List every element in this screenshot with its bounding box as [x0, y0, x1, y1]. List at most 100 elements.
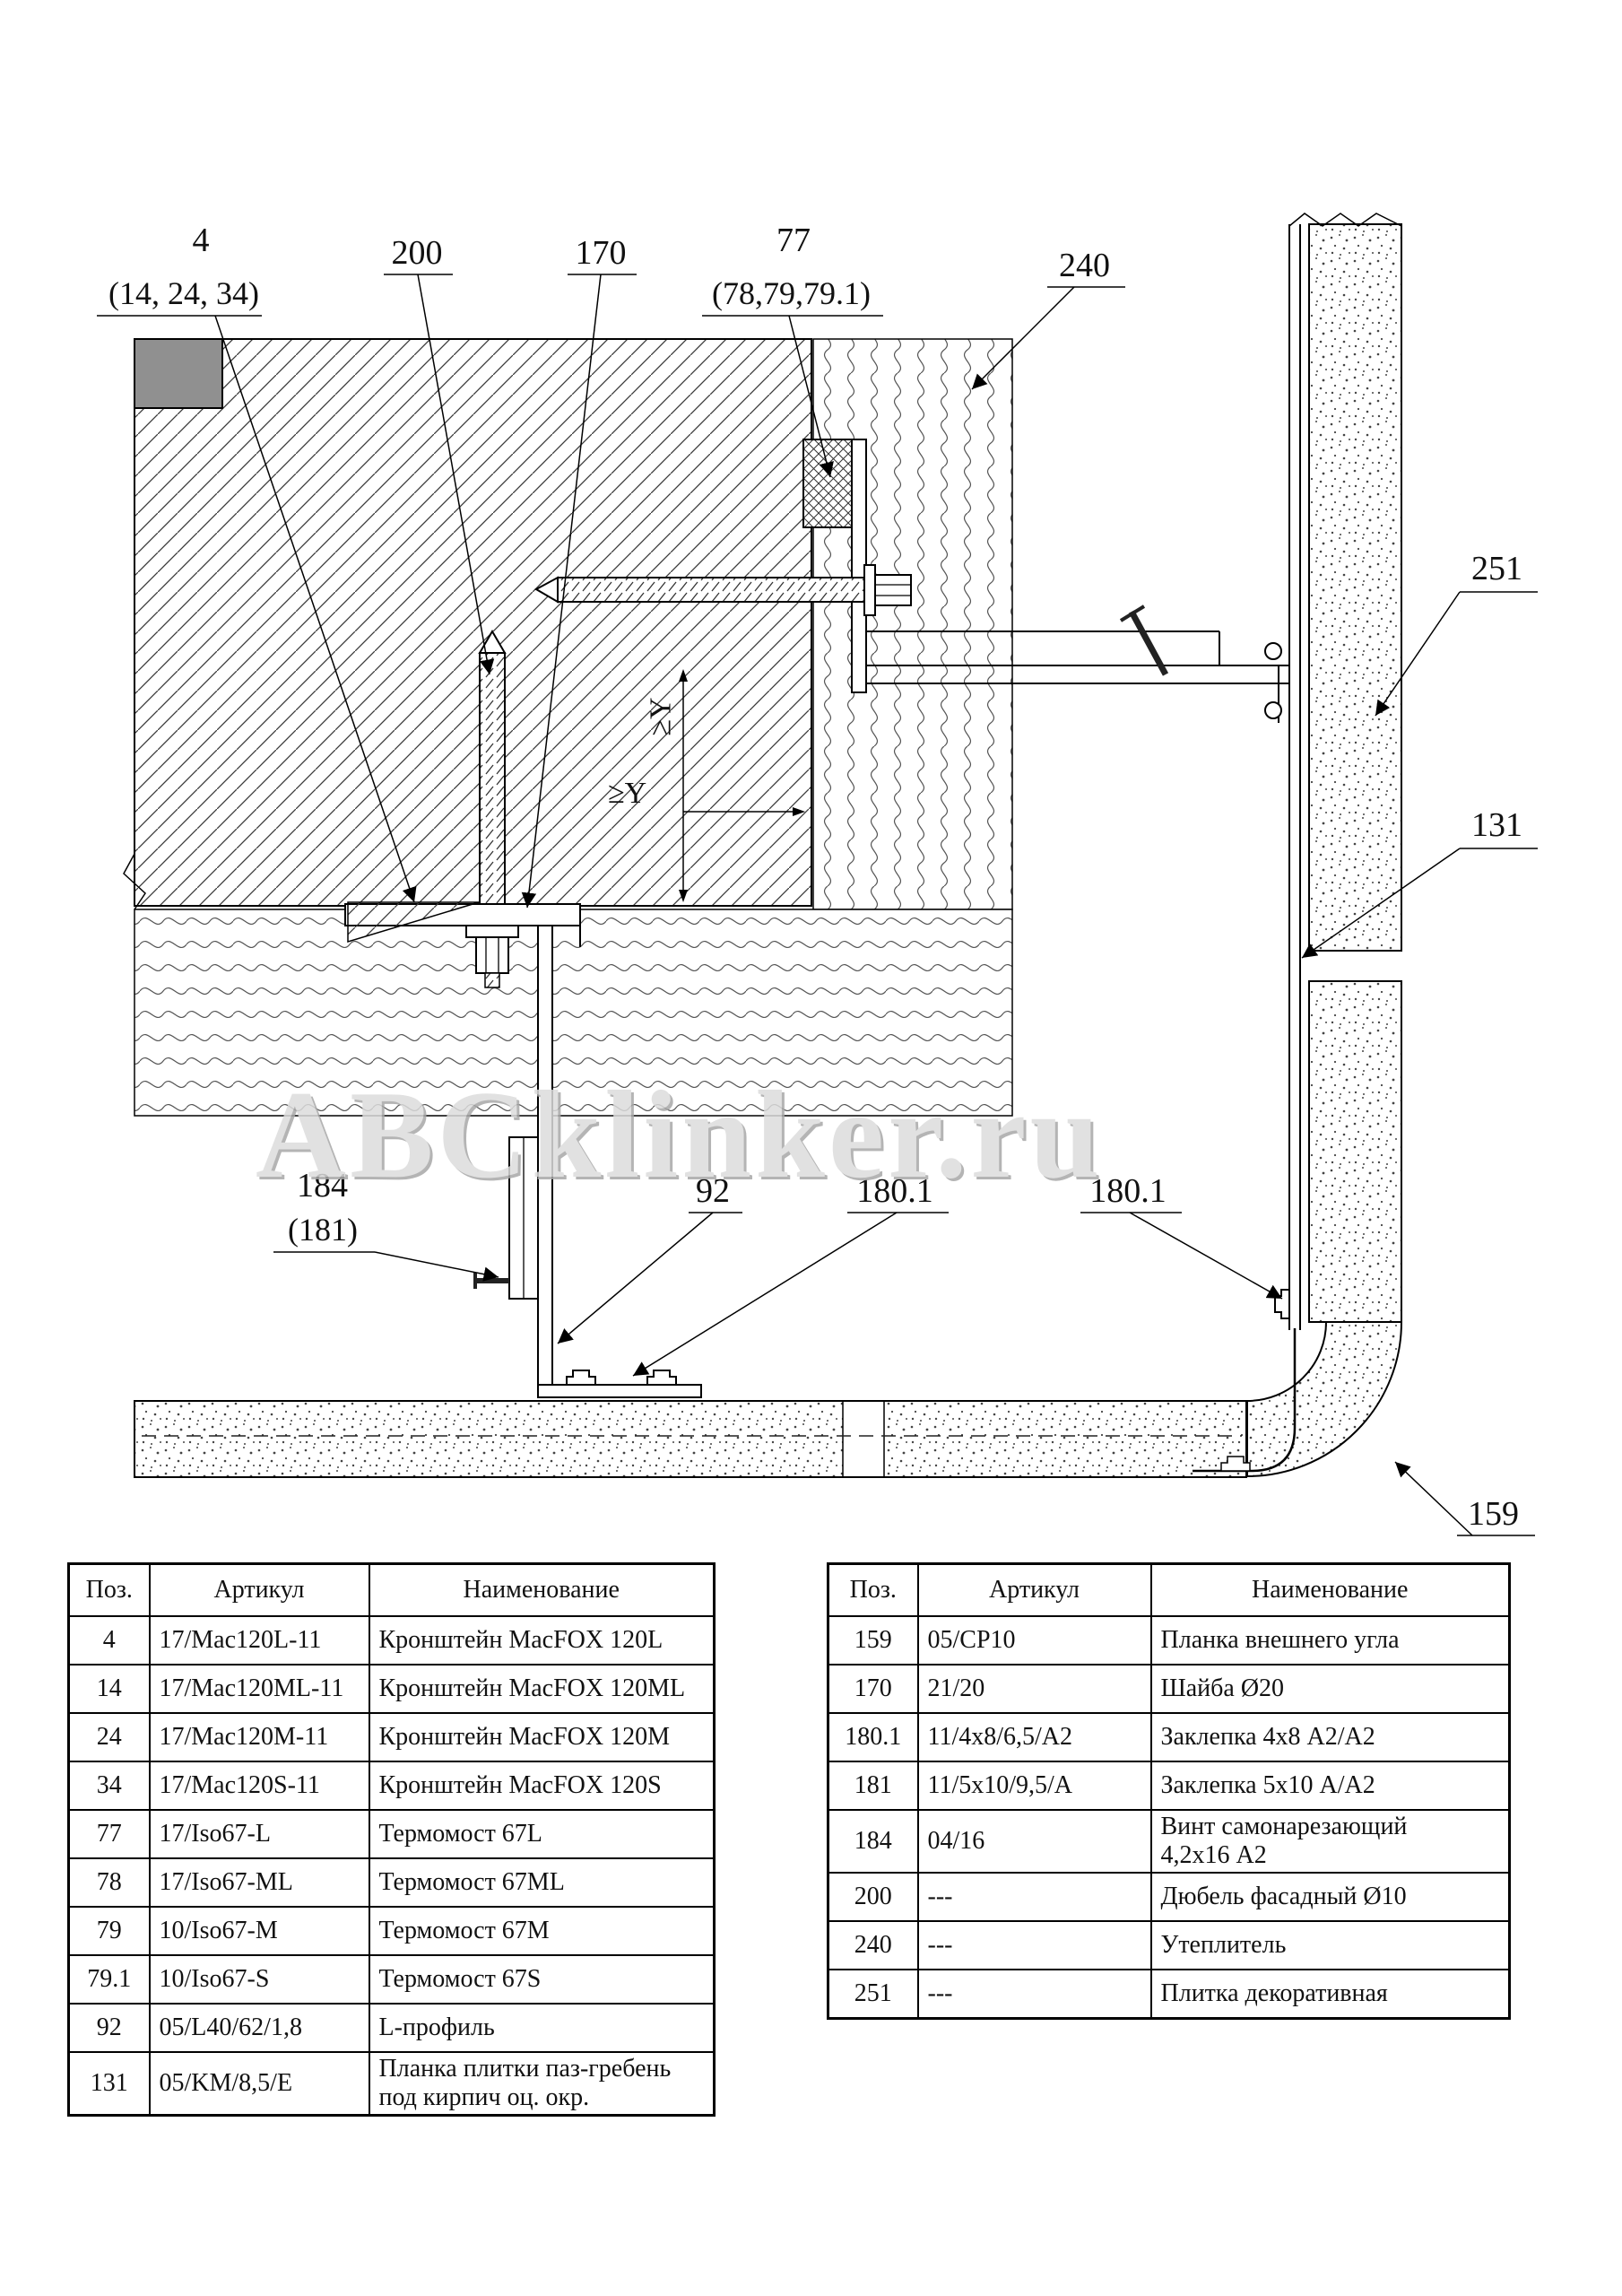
detail-drawing [97, 213, 1538, 1536]
cell-pos: 184 [827, 1808, 919, 1874]
cell-name: Термомост 67S [368, 1954, 716, 2005]
callout-184: 184 [297, 1167, 348, 1205]
cell-name: Дюбель фасадный Ø10 [1149, 1872, 1511, 1923]
table-row: 240 --- Утеплитель [827, 1920, 1511, 1971]
cell-pos: 4 [67, 1615, 151, 1665]
table-row: 251 --- Плитка декоративная [827, 1969, 1511, 2020]
table-row: 92 05/L40/62/1,8 L-профиль [67, 2003, 716, 2053]
cell-name: Кронштейн MacFOX 120ML [368, 1664, 716, 1714]
cell-pos: 200 [827, 1872, 919, 1923]
table-row: 79.1 10/Iso67-S Термомост 67S [67, 1954, 716, 2005]
callout-240: 240 [1059, 247, 1110, 284]
cell-art: 17/Iso67-ML [148, 1857, 370, 1908]
cell-art: 21/20 [916, 1664, 1152, 1714]
cell-art: 11/4x8/6,5/A2 [916, 1712, 1152, 1762]
cell-art: --- [916, 1920, 1152, 1971]
callout-4: 4 [192, 222, 210, 259]
cell-name: Термомост 67L [368, 1809, 716, 1859]
header-pos: Поз. [67, 1562, 151, 1617]
callout-159: 159 [1468, 1495, 1519, 1533]
dimension-label-horizontal: ≥Y [608, 777, 647, 810]
cell-art: --- [916, 1872, 1152, 1923]
upper-bracket [802, 439, 1290, 728]
table-row: 181 11/5x10/9,5/A Заклепка 5x10 А/А2 [827, 1761, 1511, 1811]
cell-art: 05/KM/8,5/E [148, 2051, 370, 2117]
table-row: 159 05/CP10 Планка внешнего угла [827, 1615, 1511, 1665]
cell-name: Шайба Ø20 [1149, 1664, 1511, 1714]
cell-pos: 79 [67, 1906, 151, 1956]
table-row: 184 04/16 Винт самонарезающий 4,2x16 А2 [827, 1808, 1511, 1874]
cell-pos: 180.1 [827, 1712, 919, 1762]
cell-art: 10/Iso67-M [148, 1906, 370, 1956]
cell-pos: 170 [827, 1664, 919, 1714]
parts-table-right: Поз. Артикул Наименование 159 05/CP10 Пл… [827, 1562, 1511, 2021]
callout-180-1-left: 180.1 [856, 1172, 933, 1210]
bottom-tile-band [134, 1400, 1247, 1478]
table-row: 77 17/Iso67-L Термомост 67L [67, 1809, 716, 1859]
wall-hatch [134, 338, 812, 907]
cell-name: Планка внешнего угла [1149, 1615, 1511, 1665]
cell-pos: 240 [827, 1920, 919, 1971]
callout-4-sub: (14, 24, 34) [108, 275, 259, 311]
table-row: 180.1 11/4x8/6,5/A2 Заклепка 4x8 А2/А2 [827, 1712, 1511, 1762]
cell-art: 17/Mac120L-11 [148, 1615, 370, 1665]
callout-200: 200 [391, 234, 443, 272]
cell-name: L-профиль [368, 2003, 716, 2053]
callout-251: 251 [1471, 550, 1522, 587]
callout-131: 131 [1471, 806, 1522, 844]
callout-184-sub: (181) [288, 1212, 358, 1248]
header-art: Артикул [148, 1562, 370, 1617]
table-header-row: Поз. Артикул Наименование [67, 1562, 716, 1617]
leader-underlines [97, 274, 1538, 1536]
dimension-label-vertical: ≥Y [644, 697, 678, 736]
cell-pos: 34 [67, 1761, 151, 1811]
cell-name: Плитка декоративная [1149, 1969, 1511, 2020]
cell-name: Кронштейн MacFOX 120S [368, 1761, 716, 1811]
table-row: 131 05/KM/8,5/E Планка плитки паз-гребен… [67, 2051, 716, 2117]
cell-name: Кронштейн MacFOX 120L [368, 1615, 716, 1665]
cell-pos: 181 [827, 1761, 919, 1811]
cell-art: 04/16 [916, 1808, 1152, 1874]
callout-77-sub: (78,79,79.1) [712, 275, 871, 311]
cell-pos: 14 [67, 1664, 151, 1714]
cell-name: Винт самонарезающий 4,2x16 А2 [1149, 1808, 1511, 1874]
cell-name: Термомост 67ML [368, 1857, 716, 1908]
cell-name: Утеплитель [1149, 1920, 1511, 1971]
cell-art: 17/Mac120M-11 [148, 1712, 370, 1762]
horizontal-anchor [533, 564, 912, 616]
cell-name: Кронштейн MacFOX 120M [368, 1712, 716, 1762]
external-corner [1193, 1321, 1403, 1478]
table-row: 170 21/20 Шайба Ø20 [827, 1664, 1511, 1714]
break-marks [123, 853, 146, 910]
cell-art: 05/CP10 [916, 1615, 1152, 1665]
table-row: 24 17/Mac120M-11 Кронштейн MacFOX 120M [67, 1712, 716, 1762]
table-row: 14 17/Mac120ML-11 Кронштейн MacFOX 120ML [67, 1664, 716, 1714]
header-name: Наименование [1149, 1562, 1511, 1617]
cell-name: Заклепка 4x8 А2/А2 [1149, 1712, 1511, 1762]
cell-pos: 251 [827, 1969, 919, 2020]
callout-92: 92 [696, 1172, 730, 1210]
cell-pos: 92 [67, 2003, 151, 2053]
cell-name: Планка плитки паз-гребень под кирпич оц.… [368, 2051, 716, 2117]
parts-table-left: Поз. Артикул Наименование 4 17/Mac120L-1… [67, 1562, 716, 2118]
cell-pos: 159 [827, 1615, 919, 1665]
cell-art: 05/L40/62/1,8 [148, 2003, 370, 2053]
cell-pos: 77 [67, 1809, 151, 1859]
callout-180-1-right: 180.1 [1089, 1172, 1167, 1210]
cell-art: 17/Iso67-L [148, 1809, 370, 1859]
cell-pos: 78 [67, 1857, 151, 1908]
table-row: 34 17/Mac120S-11 Кронштейн MacFOX 120S [67, 1761, 716, 1811]
header-art: Артикул [916, 1562, 1152, 1617]
table-row: 4 17/Mac120L-11 Кронштейн MacFOX 120L [67, 1615, 716, 1665]
table-row: 79 10/Iso67-M Термомост 67M [67, 1906, 716, 1956]
cell-name: Заклепка 5x10 А/А2 [1149, 1761, 1511, 1811]
bottom-bracket [344, 901, 581, 988]
header-pos: Поз. [827, 1562, 919, 1617]
cell-art: --- [916, 1969, 1152, 2020]
callout-77: 77 [776, 222, 811, 259]
table-header-row: Поз. Артикул Наименование [827, 1562, 1511, 1617]
right-cladding [1288, 213, 1402, 1330]
cell-art: 17/Mac120ML-11 [148, 1664, 370, 1714]
cell-pos: 79.1 [67, 1954, 151, 2005]
table-row: 78 17/Iso67-ML Термомост 67ML [67, 1857, 716, 1908]
